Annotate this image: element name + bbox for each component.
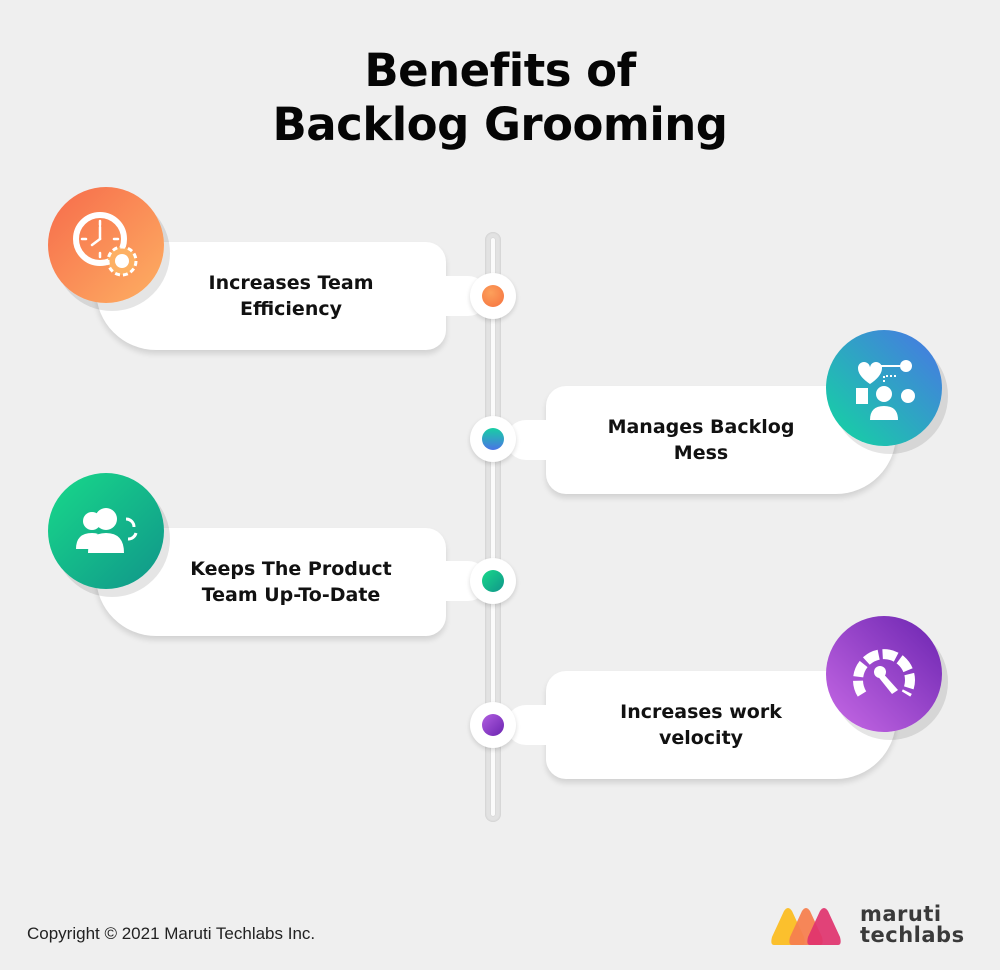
- person-ideas-icon: [826, 330, 942, 446]
- copyright-text: Copyright © 2021 Maruti Techlabs Inc.: [27, 924, 316, 943]
- timeline-node: [470, 558, 516, 604]
- title-line-1: Benefits of: [364, 44, 636, 97]
- logo-line-2: techlabs: [860, 923, 965, 947]
- benefit-label: Manages Backlog Mess: [607, 416, 795, 464]
- speedometer-icon: [826, 616, 942, 732]
- timeline-track: [485, 232, 501, 822]
- timeline-dot: [482, 285, 504, 307]
- logo-text: maruti techlabs: [860, 904, 965, 946]
- clock-gear-icon: [48, 187, 164, 303]
- benefit-label: Increases Team Efficiency: [208, 272, 374, 320]
- logo-line-1: maruti: [860, 902, 942, 926]
- page-title: Benefits of Backlog Grooming: [0, 44, 1000, 152]
- benefit-label: Increases work velocity: [620, 701, 782, 749]
- team-sync-icon: [48, 473, 164, 589]
- benefit-label: Keeps The Product Team Up-To-Date: [190, 558, 392, 606]
- timeline-dot: [482, 570, 504, 592]
- timeline-node: [470, 416, 516, 462]
- maruti-logo-icon: [771, 908, 841, 945]
- title-line-2: Backlog Grooming: [272, 98, 728, 151]
- timeline-node: [470, 702, 516, 748]
- timeline-node: [470, 273, 516, 319]
- timeline-dot: [482, 714, 504, 736]
- timeline-dot: [482, 428, 504, 450]
